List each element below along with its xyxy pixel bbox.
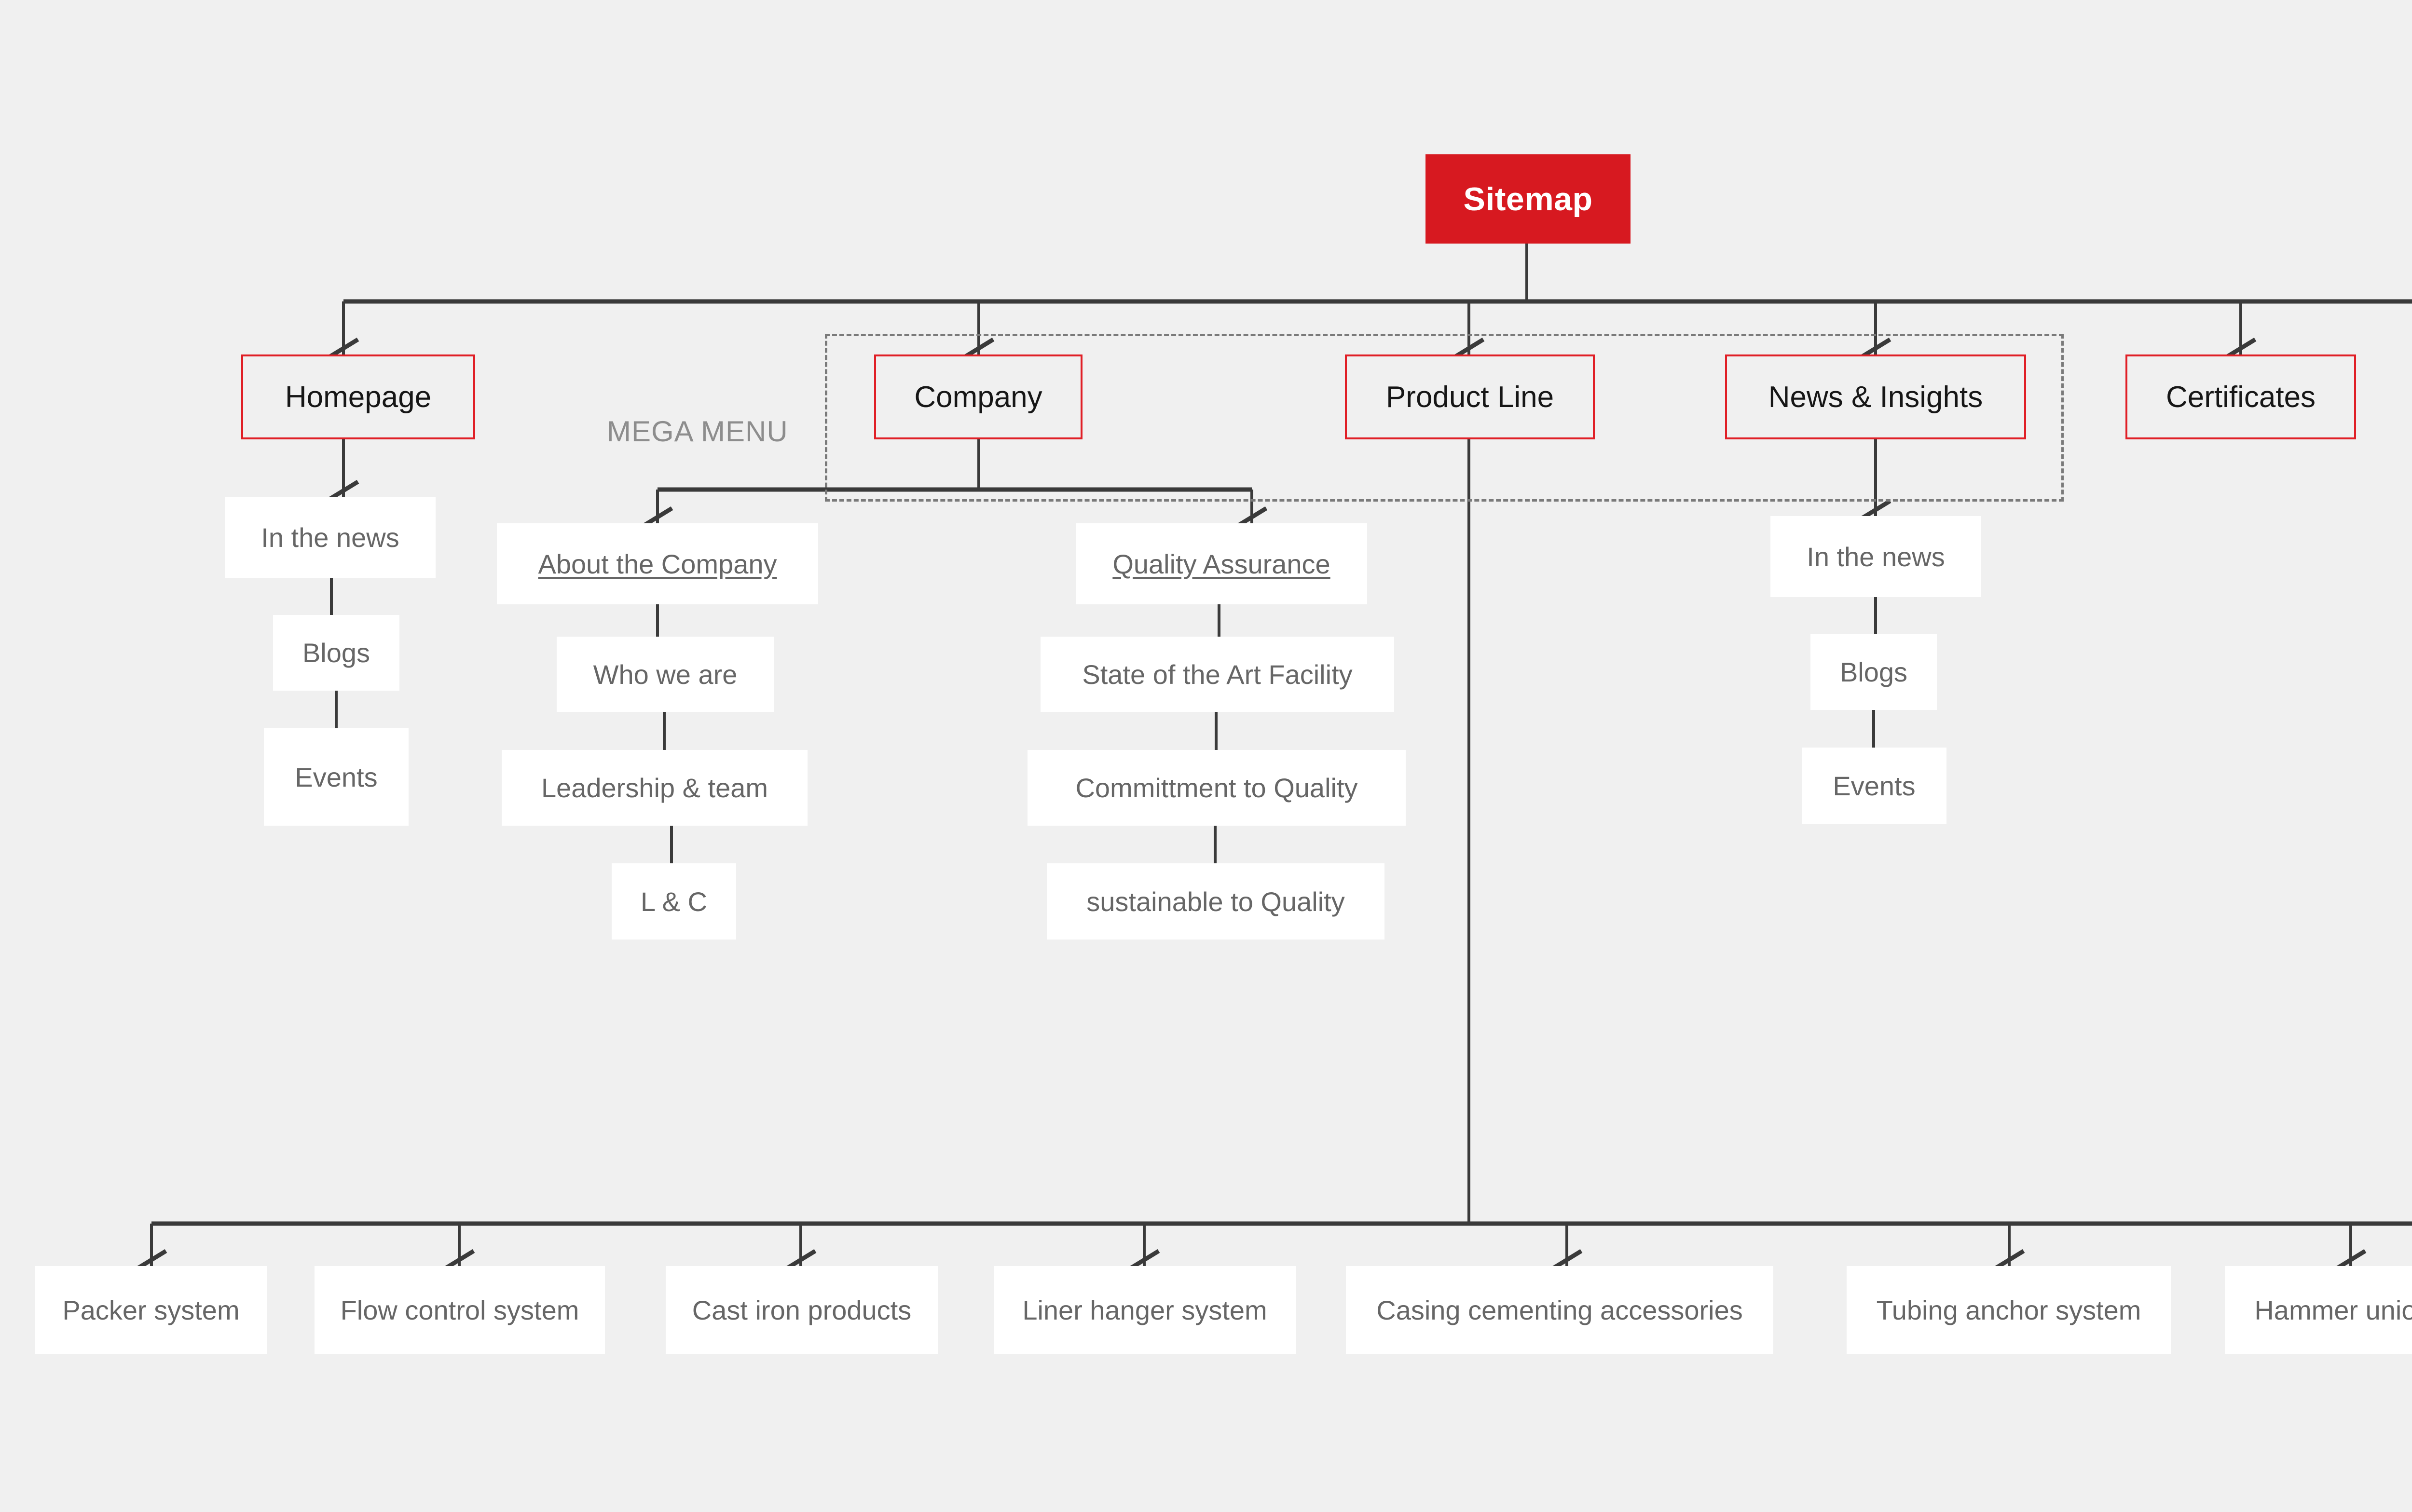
product-node-hammer-unions[interactable]: Hammer unions (2225, 1266, 2412, 1354)
leaf-homepage-events[interactable]: Events (264, 728, 409, 826)
leaf-homepage-in-the-news[interactable]: In the news (225, 497, 436, 578)
leaf-news-blogs[interactable]: Blogs (1810, 634, 1937, 710)
leaf-who-we-are[interactable]: Who we are (557, 637, 774, 712)
product-node-packer-system[interactable]: Packer system (35, 1266, 267, 1354)
leaf-homepage-blogs[interactable]: Blogs (273, 615, 399, 691)
product-node-casing-cementing-accessories[interactable]: Casing cementing accessories (1346, 1266, 1773, 1354)
leaf-state-of-the-art-facility[interactable]: State of the Art Facility (1041, 637, 1394, 712)
leaf-about-the-company[interactable]: About the Company (497, 523, 818, 604)
leaf-news-in-the-news[interactable]: In the news (1770, 516, 1981, 597)
nav-node-company[interactable]: Company (874, 354, 1083, 439)
nav-node-certificates[interactable]: Certificates (2125, 354, 2356, 439)
leaf-leadership-and-team[interactable]: Leadership & team (502, 750, 808, 826)
nav-node-homepage[interactable]: Homepage (241, 354, 475, 439)
leaf-l-and-c[interactable]: L & C (612, 863, 736, 940)
leaf-quality-assurance[interactable]: Quality Assurance (1076, 523, 1367, 604)
root-node-sitemap[interactable]: Sitemap (1425, 154, 1631, 244)
leaf-sustainable-to-quality[interactable]: sustainable to Quality (1047, 863, 1384, 940)
nav-node-product-line[interactable]: Product Line (1345, 354, 1595, 439)
mega-menu-label: MEGA MENU (607, 415, 788, 448)
leaf-news-events[interactable]: Events (1802, 748, 1946, 824)
mega-menu-group-frame (825, 334, 2064, 502)
product-node-tubing-anchor-system[interactable]: Tubing anchor system (1847, 1266, 2171, 1354)
product-node-flow-control-system[interactable]: Flow control system (315, 1266, 605, 1354)
product-node-cast-iron-products[interactable]: Cast iron products (666, 1266, 938, 1354)
leaf-committment-to-quality[interactable]: Committment to Quality (1028, 750, 1406, 826)
product-node-liner-hanger-system[interactable]: Liner hanger system (994, 1266, 1296, 1354)
nav-node-news-insights[interactable]: News & Insights (1725, 354, 2026, 439)
